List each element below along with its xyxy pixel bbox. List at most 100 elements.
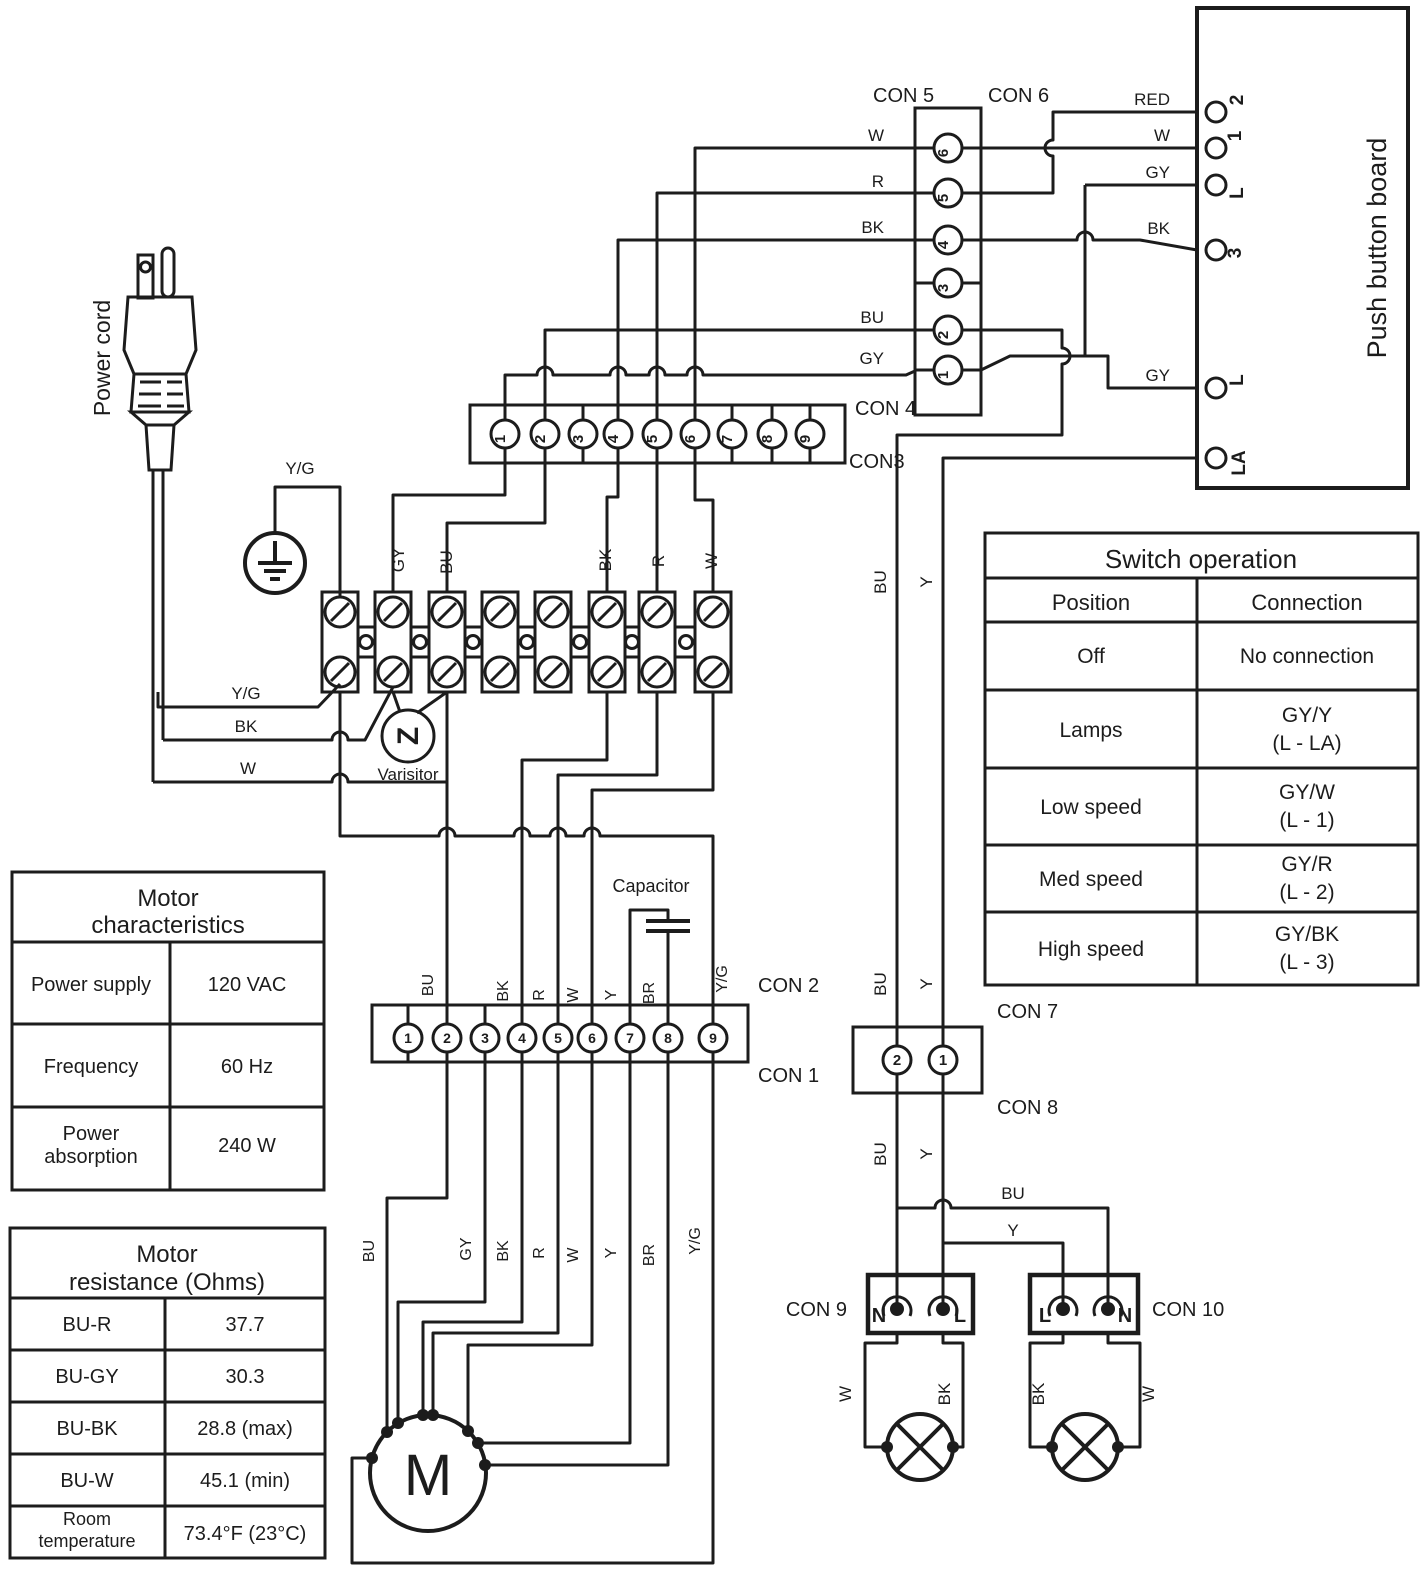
svg-text:absorption: absorption xyxy=(44,1146,137,1168)
svg-text:Power: Power xyxy=(63,1123,120,1145)
wire-label: RED xyxy=(1134,90,1170,109)
varisitor-symbol: Z xyxy=(392,727,425,745)
switch-table-title: Switch operation xyxy=(1105,544,1297,574)
con8-label: CON 8 xyxy=(997,1097,1058,1119)
svg-text:Room: Room xyxy=(63,1509,111,1529)
power-cord-label: Power cord xyxy=(89,300,115,416)
con1-to-motor-wires xyxy=(350,1062,715,1565)
wire-label: R xyxy=(649,555,668,567)
wire-label: BU xyxy=(871,1142,890,1166)
wire-label: R xyxy=(872,172,884,191)
motor-characteristics-table: Motor characteristics Power supply 120 V… xyxy=(10,870,326,1192)
col-position: Position xyxy=(1052,590,1130,615)
svg-text:BU-R: BU-R xyxy=(63,1314,112,1336)
con2-label: CON 2 xyxy=(758,975,819,997)
con4-pin-number: 8 xyxy=(759,435,776,443)
wire-label: GY xyxy=(458,1237,475,1260)
con2-con1-connector xyxy=(370,1003,750,1064)
svg-text:Low speed: Low speed xyxy=(1040,796,1142,819)
con7-con8-connector xyxy=(851,1025,984,1095)
con4-to-con5-wires xyxy=(503,146,916,405)
wire-label: Y xyxy=(917,978,936,989)
wire-label: BK xyxy=(596,548,615,571)
svg-text:240 W: 240 W xyxy=(218,1135,276,1157)
wire-label: GY xyxy=(1145,163,1170,182)
wire-label: BU xyxy=(420,974,437,996)
svg-text:(L - 2): (L - 2) xyxy=(1279,881,1334,904)
wire-label: Y/G xyxy=(231,684,260,703)
wire-label: BK xyxy=(495,1240,512,1262)
svg-text:GY/W: GY/W xyxy=(1279,781,1335,804)
wire-label: W xyxy=(1139,1386,1158,1402)
screw-icons xyxy=(323,595,730,689)
connector-labels: CON 5 CON 6 CON 4 CON3 CON 2 CON 1 CON 7… xyxy=(758,85,1224,1321)
wire-label: W xyxy=(702,553,721,569)
wire-label: W xyxy=(565,1247,582,1263)
con2-pin-number: 7 xyxy=(626,1030,634,1046)
svg-text:GY/BK: GY/BK xyxy=(1275,923,1339,946)
wire-label: Y/G xyxy=(285,459,314,478)
wire-label: Y xyxy=(603,1247,620,1258)
svg-text:60 Hz: 60 Hz xyxy=(221,1056,273,1078)
svg-text:(L - 1): (L - 1) xyxy=(1279,809,1334,832)
wire-label: R xyxy=(531,989,548,1001)
con5-pin-number: 2 xyxy=(935,331,952,339)
svg-text:Motor: Motor xyxy=(137,885,198,912)
svg-text:Frequency: Frequency xyxy=(44,1056,139,1078)
con5-pin-number: 6 xyxy=(935,149,952,157)
wire-label: BR xyxy=(641,982,658,1004)
con5-pin-number: 1 xyxy=(935,371,952,379)
wire-label: W xyxy=(836,1386,855,1402)
switch-table-rows: Off No connection Lamps GY/Y (L - LA) Lo… xyxy=(1038,645,1374,974)
svg-text:120 VAC: 120 VAC xyxy=(208,974,287,996)
lamp-right xyxy=(1028,1333,1142,1482)
wire-label: GY xyxy=(389,548,408,573)
wire-label: Y xyxy=(1007,1221,1018,1240)
svg-text:BU-BK: BU-BK xyxy=(56,1418,118,1440)
con4-con3-connector xyxy=(468,403,847,465)
wire-label: 2 xyxy=(1227,95,1248,106)
con4-pin-number: 4 xyxy=(605,434,622,443)
push-button-board-label: Push button board xyxy=(1362,138,1392,359)
col-connection: Connection xyxy=(1251,590,1362,615)
con4-pin-number: 1 xyxy=(492,435,509,443)
svg-text:BU-W: BU-W xyxy=(60,1470,113,1492)
wire-label: Y xyxy=(917,576,936,587)
con2-pin-number: 1 xyxy=(404,1030,412,1046)
motor-label: M xyxy=(404,1443,452,1508)
motor-characteristics-rows: Power supply 120 VAC Frequency 60 Hz Pow… xyxy=(31,974,286,1168)
con2-pin-number: 5 xyxy=(554,1030,562,1046)
svg-text:Off: Off xyxy=(1077,645,1105,668)
con10-connector xyxy=(1027,1272,1141,1336)
wire-label: W xyxy=(868,126,884,145)
wire-label: L xyxy=(954,1305,966,1327)
con7-label: CON 7 xyxy=(997,1001,1058,1023)
svg-text:High speed: High speed xyxy=(1038,938,1144,961)
wire-label: BU xyxy=(361,1240,378,1262)
wire-label: BK xyxy=(1029,1382,1048,1405)
wire-label: Y/G xyxy=(714,965,731,993)
svg-text:28.8 (max): 28.8 (max) xyxy=(197,1418,293,1440)
wire-label: BU xyxy=(1001,1184,1025,1203)
wire-label: N xyxy=(1118,1305,1132,1327)
con2-pin-number: 3 xyxy=(481,1030,489,1046)
con2-pin-number: 2 xyxy=(443,1030,451,1046)
svg-text:No connection: No connection xyxy=(1240,645,1374,668)
con4-to-strip-wires xyxy=(391,463,715,592)
con4-pin-number: 5 xyxy=(644,435,661,443)
con9-label: CON 9 xyxy=(786,1299,847,1321)
wire-label: N xyxy=(872,1305,886,1327)
motor: M xyxy=(366,1409,491,1533)
con1-label: CON 1 xyxy=(758,1065,819,1087)
wire-label: 1 xyxy=(1225,130,1246,141)
svg-text:GY/R: GY/R xyxy=(1281,853,1332,876)
con3-label: CON3 xyxy=(849,451,905,473)
svg-text:characteristics: characteristics xyxy=(91,912,244,939)
con7-pin-number: 2 xyxy=(893,1052,901,1069)
con5-pin-number: 5 xyxy=(935,194,952,202)
con4-pin-number: 6 xyxy=(682,435,699,443)
